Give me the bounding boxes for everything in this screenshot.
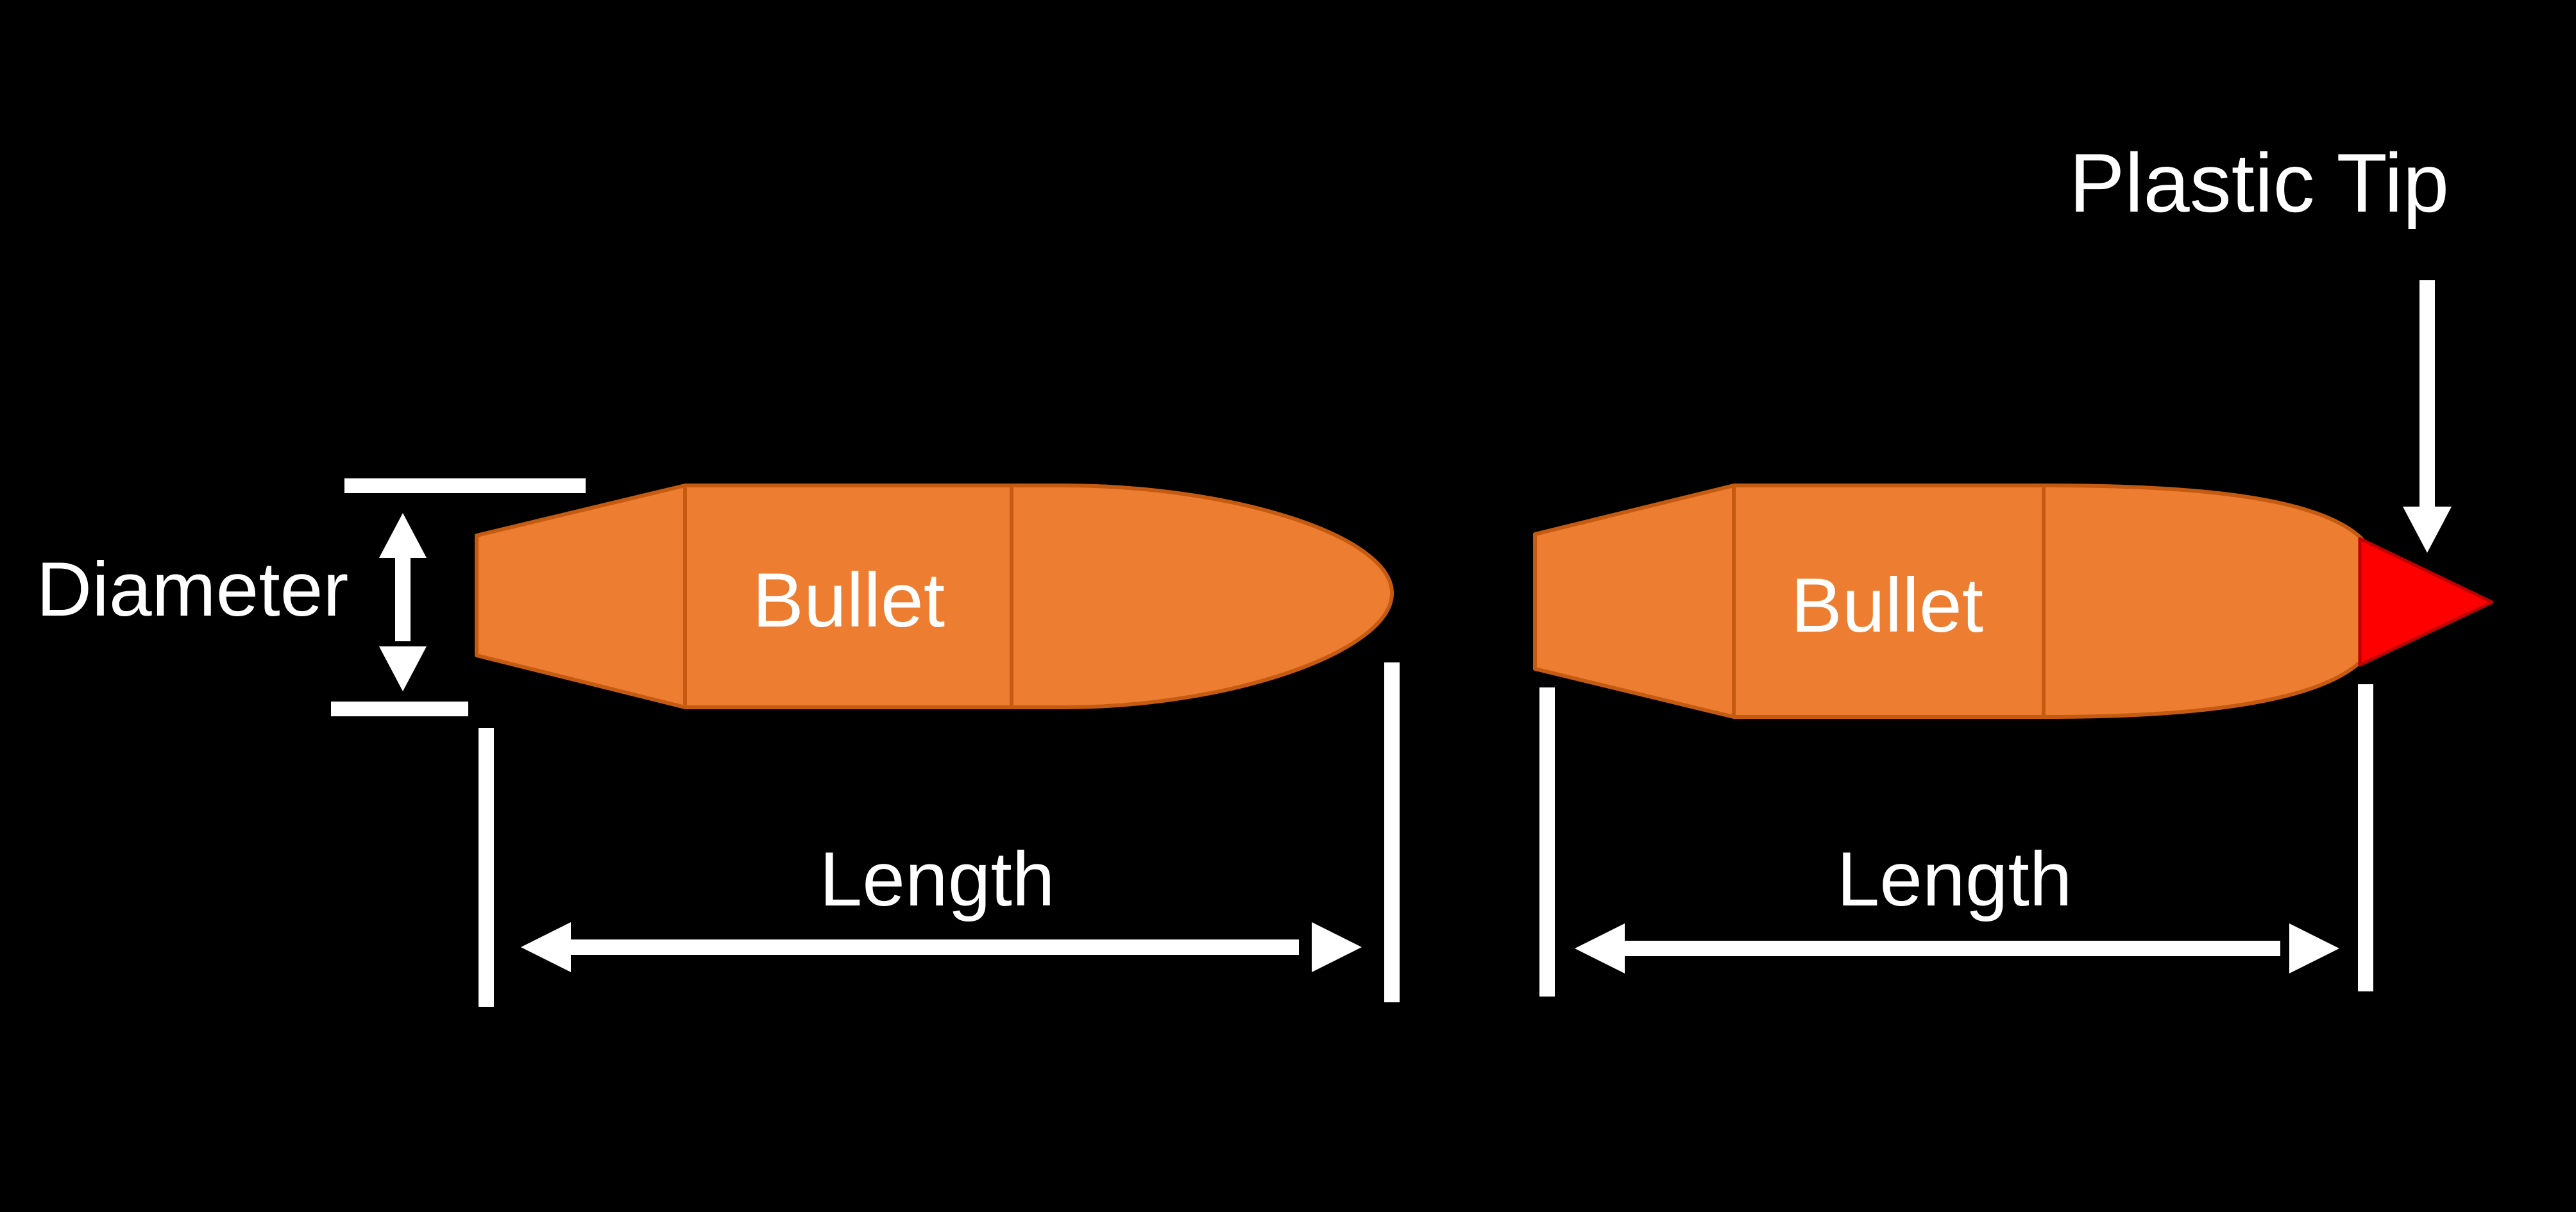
- plastic-tip-arrow: [2403, 280, 2452, 553]
- right-length-label: Length: [1836, 836, 2072, 922]
- right-length-start-bar: [1539, 687, 1555, 997]
- left-length-end-bar: [1384, 662, 1400, 1002]
- left-length-label: Length: [819, 836, 1055, 922]
- left-bullet-body: [475, 484, 1394, 709]
- right-bullet-shape: Bullet: [1533, 484, 2494, 719]
- right-bullet-group: Plastic Tip Bullet Length: [1533, 136, 2494, 997]
- diameter-arrow-head-down: [379, 646, 427, 691]
- right-bullet-label: Bullet: [1791, 562, 1983, 648]
- diameter-arrow-head-up: [379, 513, 427, 558]
- left-length-arrow-head-right: [1312, 922, 1362, 972]
- right-length-arrow-head-left: [1575, 923, 1625, 973]
- plastic-tip-arrow-head: [2403, 507, 2452, 553]
- diameter-label: Diameter: [37, 546, 349, 632]
- right-length-end-bar: [2358, 684, 2373, 991]
- right-length-arrow: [1575, 923, 2339, 973]
- plastic-tip-label: Plastic Tip: [2069, 136, 2449, 230]
- diameter-bottom-bar: [331, 702, 468, 716]
- left-bullet-group: Diameter Bullet Length: [37, 478, 1400, 1007]
- diameter-top-bar: [344, 478, 586, 493]
- plastic-tip-shape: [2358, 537, 2494, 667]
- left-bullet-shape: Bullet: [475, 484, 1394, 709]
- diameter-arrow: [379, 513, 427, 691]
- left-bullet-label: Bullet: [752, 557, 945, 643]
- left-length-arrow-head-left: [521, 922, 571, 972]
- left-length-arrow: [521, 922, 1362, 972]
- left-length-start-bar: [479, 728, 494, 1007]
- right-length-arrow-head-right: [2289, 923, 2339, 973]
